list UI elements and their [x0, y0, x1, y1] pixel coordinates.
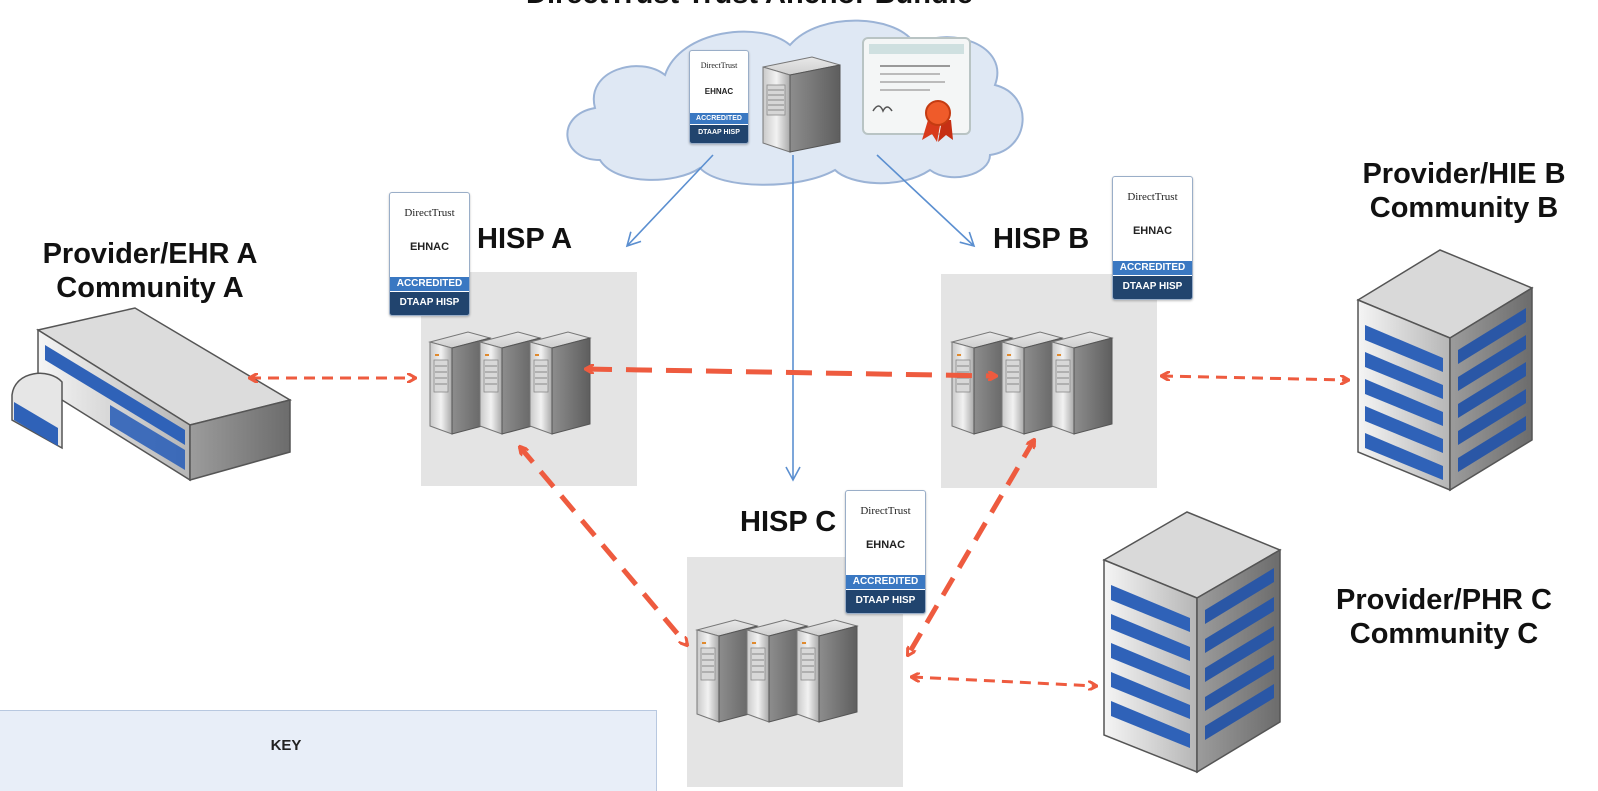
ehnac-logo: EHNAC	[704, 87, 734, 96]
directtrust-logo: DirectTrust	[1127, 191, 1178, 203]
hisp-b-label: HISP B	[993, 223, 1090, 255]
hisp-c-servers-icon	[697, 620, 857, 722]
hisp-c-accreditation-badge: DirectTrust EHNAC ACCREDITED DTAAP HISP	[845, 490, 926, 614]
dtaap-label: DTAAP HISP	[690, 125, 748, 143]
provider-b-community: Community B	[1369, 192, 1559, 224]
hisp-a-label: HISP A	[477, 223, 573, 255]
top-title: DirectTrust Trust Anchor Bundle	[526, 0, 1126, 10]
dtaap-label: DTAAP HISP	[1113, 276, 1192, 299]
arrow-hisp-c-provider-c	[912, 677, 1096, 686]
certificate-icon	[862, 37, 971, 142]
hisp-a-servers-icon	[430, 332, 590, 434]
provider-a-label: Provider/EHR A Community A	[25, 237, 275, 305]
key-title: KEY	[270, 737, 302, 754]
ehnac-logo: EHNAC	[1132, 225, 1173, 237]
hisp-a-accreditation-badge: DirectTrust EHNAC ACCREDITED DTAAP HISP	[389, 192, 470, 316]
provider-c-building-icon	[1102, 511, 1282, 774]
hisp-b-servers-icon	[952, 332, 1112, 434]
accredited-label: ACCREDITED	[1113, 261, 1192, 275]
arrow-hisp-b-provider-b	[1162, 376, 1348, 380]
provider-b-label: Provider/HIE B Community B	[1330, 157, 1598, 225]
arrow-hisp-a-hisp-c	[520, 447, 687, 645]
hisp-c-label: HISP C	[740, 506, 837, 538]
dtaap-label: DTAAP HISP	[846, 590, 925, 613]
cloud-server-icon	[762, 56, 841, 153]
provider-b-building-icon	[1356, 249, 1534, 492]
arrow-hisp-a-hisp-b	[586, 369, 996, 376]
arrow-hisp-b-hisp-c	[905, 440, 1037, 655]
provider-c-label: Provider/PHR C Community C	[1310, 583, 1578, 651]
provider-c-community: Community C	[1349, 618, 1539, 650]
provider-a-name: Provider/EHR A	[42, 238, 258, 270]
blue-arrow-to-hisp-b	[876, 154, 976, 248]
key-box: KEY	[0, 710, 657, 791]
directtrust-logo: DirectTrust	[860, 505, 911, 517]
directtrust-logo: DirectTrust	[404, 207, 455, 219]
ehnac-logo: EHNAC	[409, 241, 450, 253]
dtaap-label: DTAAP HISP	[390, 292, 469, 315]
cloud-accreditation-badge: DirectTrust EHNAC ACCREDITED DTAAP HISP	[689, 50, 749, 144]
ehnac-logo: EHNAC	[865, 539, 906, 551]
accredited-label: ACCREDITED	[846, 575, 925, 589]
blue-arrow-to-hisp-a	[625, 154, 714, 248]
provider-b-name: Provider/HIE B	[1362, 158, 1566, 190]
accredited-label: ACCREDITED	[690, 113, 748, 124]
accredited-label: ACCREDITED	[390, 277, 469, 291]
provider-c-name: Provider/PHR C	[1336, 584, 1552, 616]
hisp-b-accreditation-badge: DirectTrust EHNAC ACCREDITED DTAAP HISP	[1112, 176, 1193, 300]
directtrust-logo: DirectTrust	[700, 61, 738, 70]
provider-a-community: Community A	[56, 272, 244, 304]
provider-a-building-icon	[11, 307, 292, 482]
